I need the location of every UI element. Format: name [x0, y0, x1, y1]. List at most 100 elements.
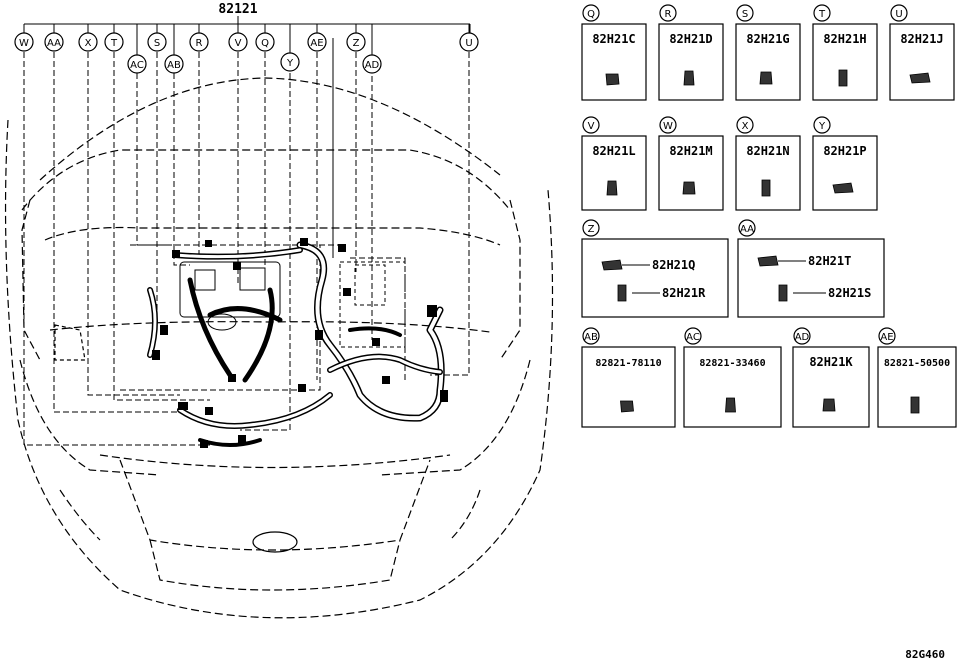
callout-letter: S [742, 9, 748, 20]
part-letter-x: X [736, 116, 754, 134]
part-box-ad: AD 82H21K [792, 327, 870, 428]
part-frame [737, 238, 885, 318]
connector-icon [682, 181, 696, 195]
part-letter-v: V [582, 116, 600, 134]
part-number: 82H21D [669, 32, 712, 46]
callout-letter: Y [818, 121, 826, 132]
part-number: 82H21P [823, 144, 866, 158]
callout-letter: U [895, 9, 902, 20]
part-frame [581, 346, 676, 428]
callout-letter: AA [47, 38, 61, 49]
callout-circle [878, 327, 896, 345]
callout-circle [582, 219, 600, 237]
callout-letter: AC [130, 60, 144, 71]
main-part-number: 82121 [218, 2, 257, 17]
main-part-bracket [23, 16, 471, 33]
connector-icon [606, 180, 618, 196]
engine-sketch [179, 261, 406, 348]
connector-icon [759, 71, 773, 85]
connector-icon [617, 284, 627, 302]
callout-letter: S [154, 38, 160, 49]
callout-letter: AB [584, 332, 598, 343]
part-frame [877, 346, 957, 428]
part-frame [683, 346, 782, 428]
callout-letter: X [85, 38, 92, 49]
part-number: 82H21H [823, 32, 866, 46]
leader-lines [23, 52, 470, 446]
connector-icon [838, 69, 848, 87]
part-letter-r: R [659, 4, 677, 22]
part-letter-ae: AE [878, 327, 896, 345]
callout-letter: X [742, 121, 749, 132]
part-number: 82H21L [592, 144, 635, 158]
callout-circle [659, 116, 677, 134]
connector-icon [778, 284, 788, 302]
callout-x: X [78, 32, 98, 52]
part-frame [581, 135, 647, 211]
part-frame [792, 346, 870, 428]
callout-letter: R [196, 38, 203, 49]
callout-y: Y [280, 52, 300, 72]
connector-icon [683, 70, 695, 86]
connector-icon [725, 397, 736, 413]
callout-letter: AB [167, 60, 181, 71]
callout-letter: T [110, 38, 118, 49]
callout-q: Q [255, 32, 275, 52]
part-box-ab: AB 82821-78110 [581, 327, 676, 428]
connector-icon [832, 182, 854, 194]
callout-v: V [228, 32, 248, 52]
callout-letter: W [663, 121, 673, 132]
callout-circle [813, 4, 831, 22]
callout-circle [738, 219, 756, 237]
part-frame [812, 135, 878, 211]
callout-ae: AE [307, 32, 327, 52]
callout-r: R [189, 32, 209, 52]
callout-letter: Z [588, 224, 595, 235]
callout-w: W [14, 32, 34, 52]
connector-icon [620, 400, 634, 413]
part-frame [581, 23, 647, 101]
callout-circle [684, 327, 702, 345]
wire-harness [147, 241, 445, 447]
diagram-code: 82G460 [905, 648, 945, 661]
callout-letter: AE [310, 38, 323, 49]
connector-icon [757, 255, 779, 267]
part-number: 82H21K [809, 355, 853, 369]
part-number: 82821-78110 [595, 358, 661, 369]
part-number: 82H21T [808, 254, 851, 268]
callout-letter: AD [795, 332, 810, 343]
callout-letter: T [818, 9, 826, 20]
callout-u: U [459, 32, 479, 52]
callout-letter: AA [740, 224, 754, 235]
connector-icon [601, 259, 623, 271]
connector-icon [910, 396, 920, 414]
part-letter-y: Y [813, 116, 831, 134]
part-number: 82H21J [900, 32, 943, 46]
callout-letter: V [588, 121, 595, 132]
part-box-r: R 82H21D [658, 4, 724, 101]
callout-circle [582, 327, 600, 345]
callout-circle [793, 327, 811, 345]
part-frame [658, 135, 724, 211]
part-box-y: Y 82H21P [812, 116, 878, 211]
part-frame [581, 238, 729, 318]
callout-letter: Y [286, 58, 294, 69]
callout-circle [582, 116, 600, 134]
callout-ab: AB [164, 54, 184, 74]
callout-circle [736, 4, 754, 22]
part-number: 82821-33460 [699, 358, 765, 369]
callout-letter: V [235, 38, 242, 49]
callout-circle [736, 116, 754, 134]
part-letter-ad: AD [793, 327, 811, 345]
part-number: 82H21M [669, 144, 712, 158]
part-frame [812, 23, 878, 101]
callout-letter: R [665, 9, 672, 20]
part-letter-ab: AB [582, 327, 600, 345]
